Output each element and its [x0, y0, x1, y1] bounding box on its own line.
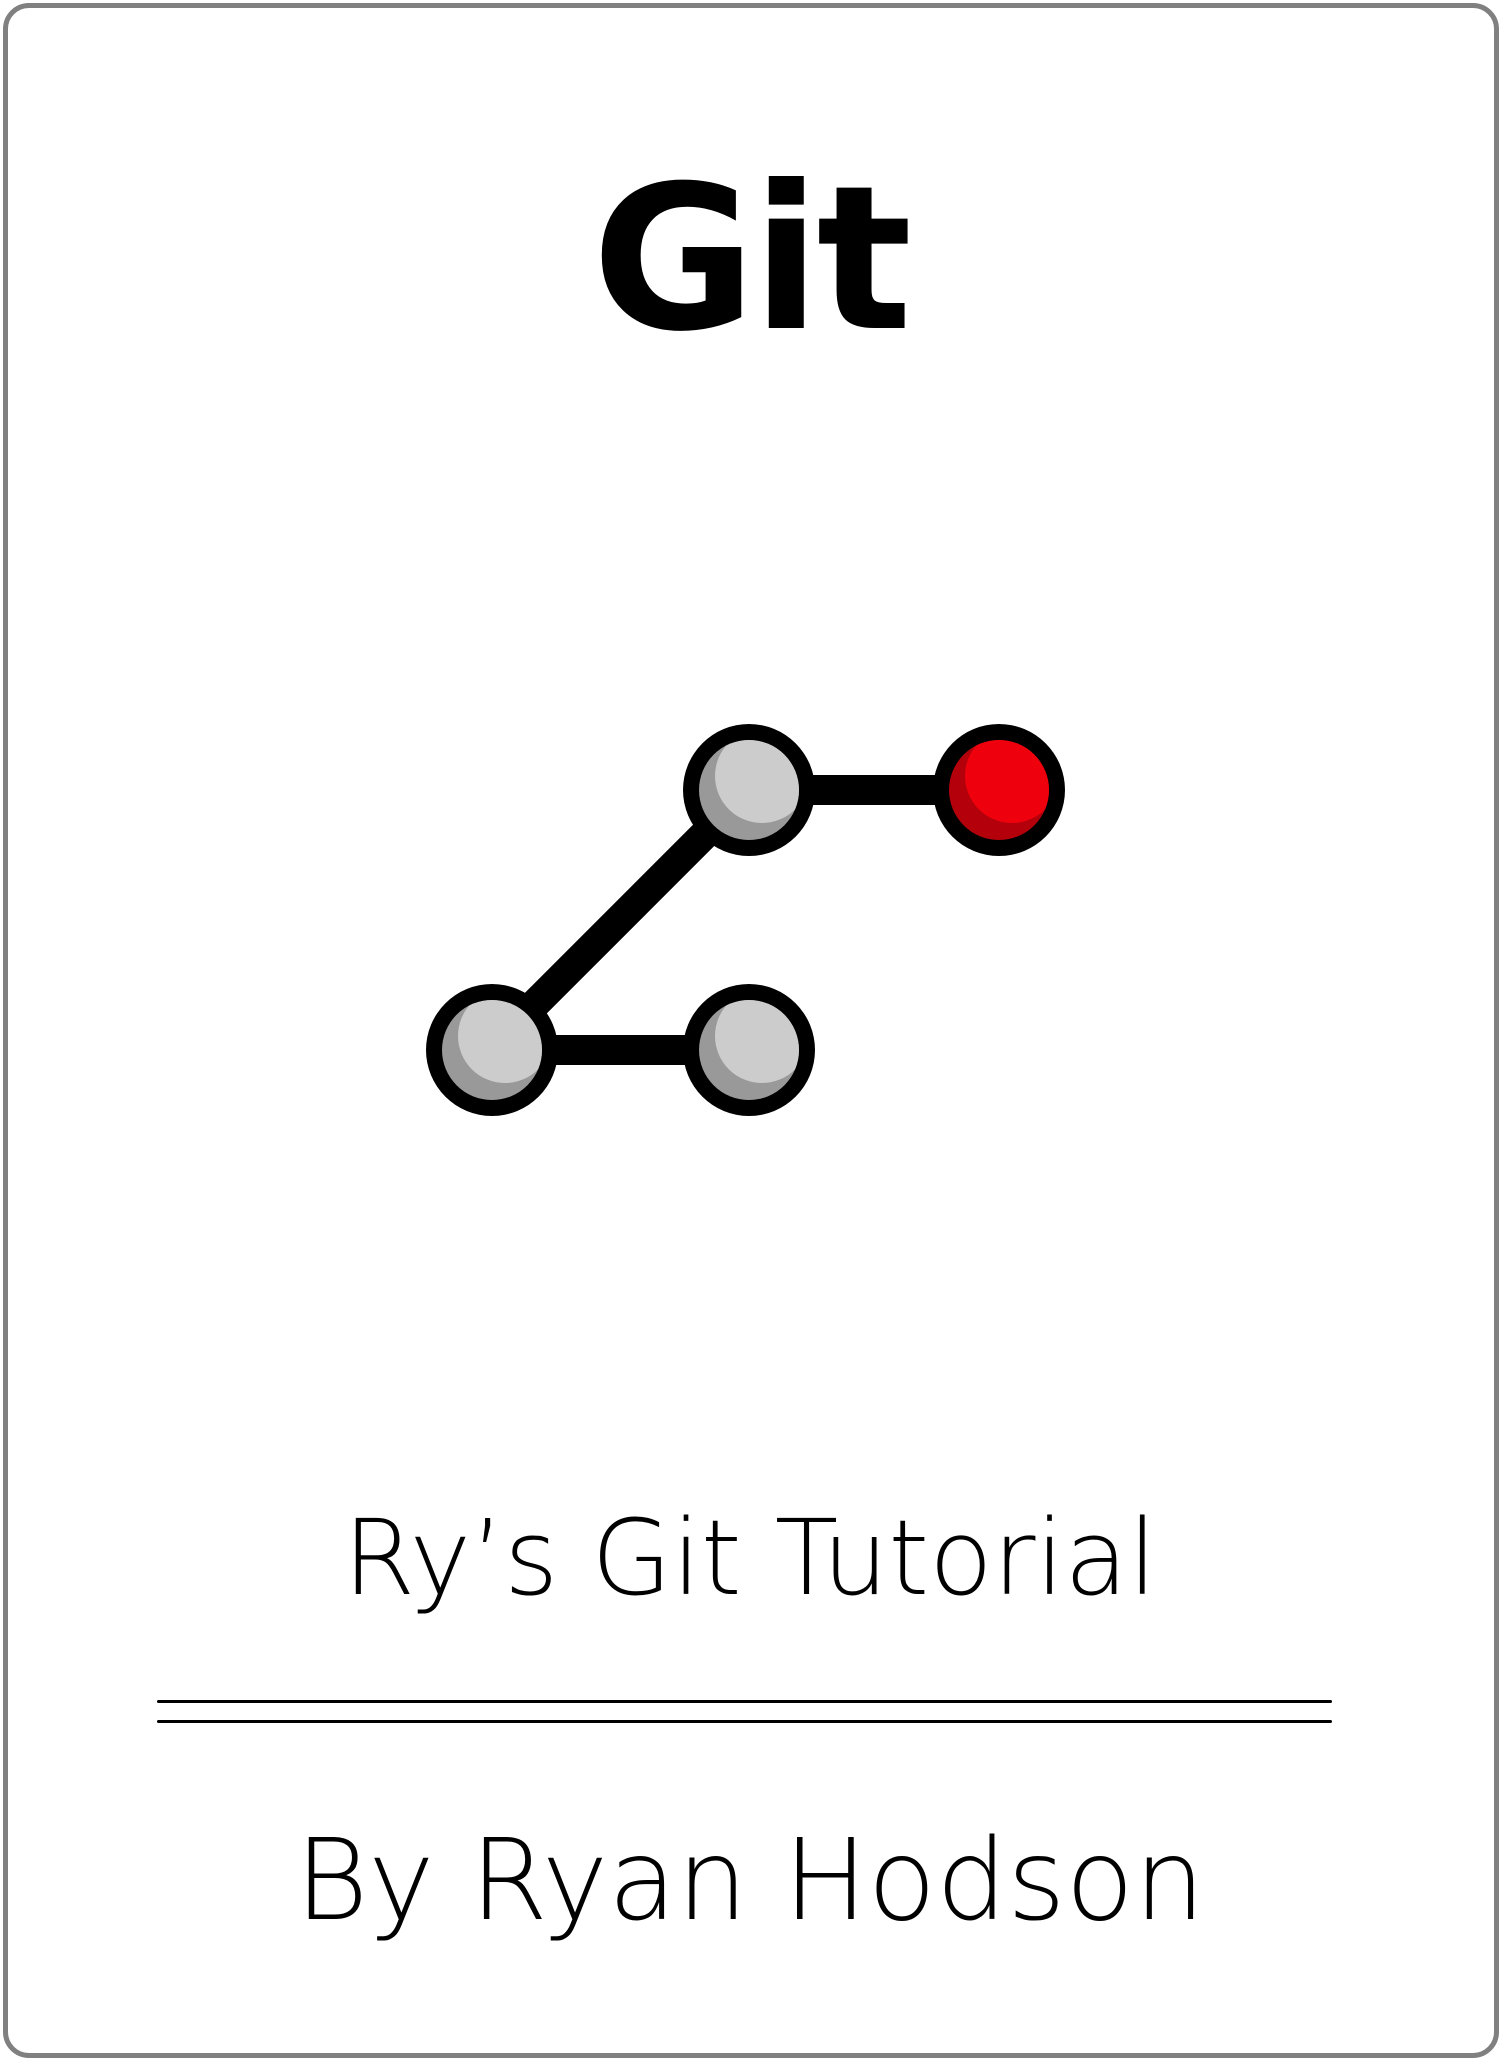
edge-branch-diagonal: [512, 810, 729, 1027]
cover-subtitle: Ry’s Git Tutorial: [342, 1497, 1158, 1619]
commit-node-upper: [683, 724, 815, 856]
commit-node-base: [426, 984, 558, 1116]
head-commit-node: [933, 724, 1065, 856]
cover-author: By Ryan Hodson: [294, 1816, 1206, 1946]
divider-bottom: [157, 1720, 1332, 1723]
divider-top: [157, 1700, 1332, 1703]
cover-title: Git: [591, 143, 912, 376]
commit-node-lower: [683, 984, 815, 1116]
branch-edges: [512, 775, 958, 1065]
